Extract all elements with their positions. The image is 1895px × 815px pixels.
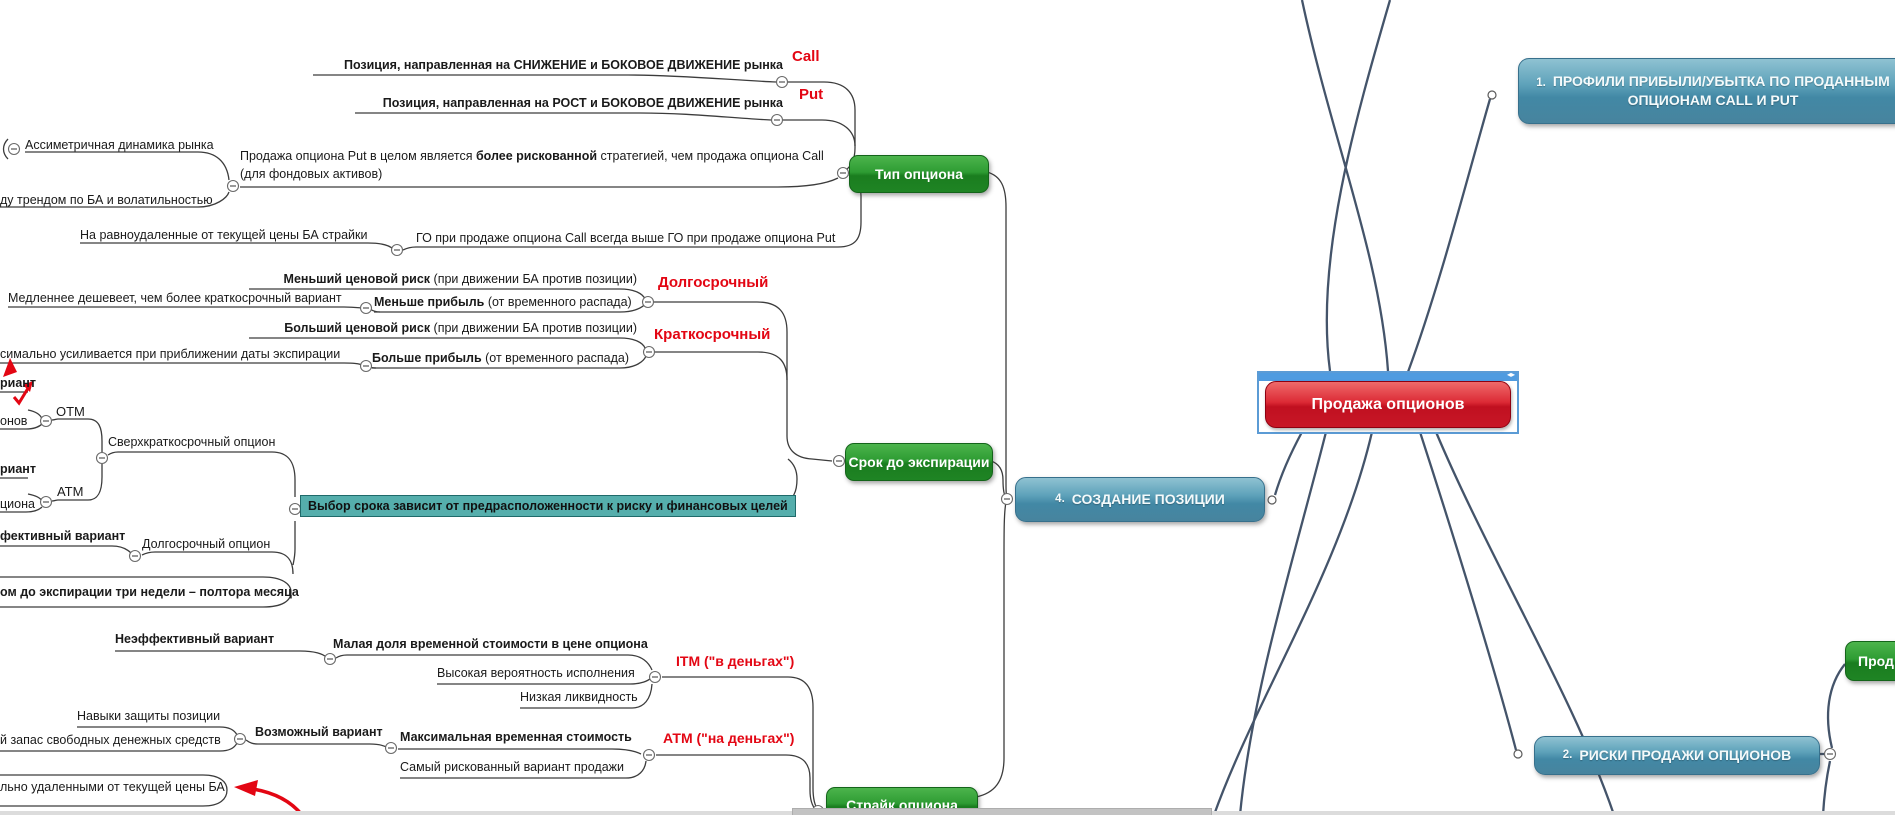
collapse-toggle-icon[interactable] xyxy=(775,75,789,89)
central-topic-selection-frame[interactable]: ◂▸ Продажа опционов xyxy=(1257,370,1519,434)
resize-arrows-icon[interactable]: ◂▸ xyxy=(1506,370,1515,379)
collapse-toggle-icon[interactable] xyxy=(39,414,53,428)
topic-ultra-short-option[interactable]: Сверхкраткосрочный опцион xyxy=(108,435,276,449)
collapse-toggle-icon[interactable] xyxy=(1823,747,1837,761)
highlighted-topic-term-choice[interactable]: Выбор срока зависит от предрасположеннос… xyxy=(300,495,796,517)
topic-short-term[interactable]: Краткосрочный xyxy=(654,326,771,343)
collapse-toggle-icon[interactable] xyxy=(648,670,662,684)
collapse-toggle-icon[interactable] xyxy=(770,113,784,127)
collapse-toggle-icon[interactable] xyxy=(642,345,656,359)
topic-position-defense-skills[interactable]: Навыки защиты позиции xyxy=(77,709,221,723)
topic-bigger-price-risk[interactable]: Больший ценовой риск (при движении БА пр… xyxy=(284,321,637,335)
node-time-to-expiry[interactable]: Срок до экспирации xyxy=(845,443,993,481)
collapse-toggle-icon[interactable] xyxy=(288,502,302,516)
connection-handle[interactable] xyxy=(1487,90,1497,100)
connection-handle[interactable] xyxy=(1513,749,1523,759)
horizontal-scrollbar-thumb[interactable] xyxy=(792,808,1212,815)
collapse-toggle-icon[interactable] xyxy=(384,741,398,755)
topic-trend-volatility-cut[interactable]: ду трендом по БА и волатильностью xyxy=(0,193,213,207)
topic-less-profit[interactable]: Меньше прибыль (от временного распада) xyxy=(374,295,632,309)
topic-atm[interactable]: АТМ xyxy=(57,484,84,499)
collapse-toggle-icon[interactable] xyxy=(390,243,404,257)
topic-max-time-value[interactable]: Максимальная временная стоимость xyxy=(400,730,632,744)
topic-slower-cheapens[interactable]: Медленнее дешевеет, чем более краткосроч… xyxy=(8,291,342,305)
topic-onov-cut[interactable]: онов xyxy=(0,414,28,428)
topic-smaller-price-risk[interactable]: Меньший ценовой риск (при движении БА пр… xyxy=(283,272,637,286)
topic-call[interactable]: Call xyxy=(792,48,820,65)
collapse-toggle-icon[interactable] xyxy=(39,495,53,509)
topic-ciona-cut[interactable]: циона xyxy=(0,497,35,511)
topic-max-strengthens-cut[interactable]: симально усиливается при приближении дат… xyxy=(0,347,341,361)
node-pro-cut[interactable]: Прод xyxy=(1845,641,1895,681)
topic-long-term[interactable]: Долгосрочный xyxy=(658,274,769,291)
topic-equidistant-strikes[interactable]: На равноудаленные от текущей цены БА стр… xyxy=(80,228,368,242)
topic-possible-variant[interactable]: Возможный вариант xyxy=(255,725,383,739)
topic-small-time-value[interactable]: Малая доля временной стоимости в цене оп… xyxy=(333,637,648,651)
topic-riskiest-sale-variant[interactable]: Самый рискованный вариант продажи xyxy=(400,760,625,774)
topic-far-from-current-price-cut[interactable]: льно удаленными от текущей цены БА xyxy=(0,780,225,794)
topic-connectors xyxy=(1212,0,1846,815)
topic-atm-dengah[interactable]: АТМ ("на деньгах") xyxy=(663,730,795,746)
collapse-toggle-icon[interactable] xyxy=(1000,492,1014,506)
topic-expiry-three-weeks-cut[interactable]: ом до экспирации три недели – полтора ме… xyxy=(0,585,299,599)
node-create-position[interactable]: 4.СОЗДАНИЕ ПОЗИЦИИ xyxy=(1015,477,1265,522)
topic-itm[interactable]: ITM ("в деньгах") xyxy=(676,653,795,669)
node-selling-risks[interactable]: 2.РИСКИ ПРОДАЖИ ОПЦИОНОВ xyxy=(1534,736,1820,775)
topic-put-description[interactable]: Позиция, направленная на РОСТ и БОКОВОЕ … xyxy=(382,96,783,110)
selection-bar: ◂▸ xyxy=(1259,370,1517,381)
collapse-toggle-icon[interactable] xyxy=(226,179,240,193)
topic-variant-cut-2[interactable]: риант xyxy=(0,462,36,476)
collapse-toggle-icon[interactable] xyxy=(7,142,21,156)
collapse-toggle-icon[interactable] xyxy=(95,451,109,465)
topic-call-description[interactable]: Позиция, направленная на СНИЖЕНИЕ и БОКО… xyxy=(343,58,783,72)
node-option-type[interactable]: Тип опциона xyxy=(849,155,989,193)
collapse-toggle-icon[interactable] xyxy=(323,652,337,666)
topic-ineffective-variant[interactable]: Неэффективный вариант xyxy=(115,632,275,646)
collapse-toggle-icon[interactable] xyxy=(233,732,247,746)
collapse-toggle-icon[interactable] xyxy=(359,359,373,373)
topic-free-cash-reserve-cut[interactable]: й запас свободных денежных средств xyxy=(0,733,221,747)
topic-low-liquidity[interactable]: Низкая ликвидность xyxy=(520,690,638,704)
collapse-toggle-icon[interactable] xyxy=(641,295,655,309)
connection-handle[interactable] xyxy=(1267,495,1277,505)
node-central-selling-options[interactable]: Продажа опционов xyxy=(1265,381,1511,428)
collapse-toggle-icon[interactable] xyxy=(832,454,846,468)
collapse-toggle-icon[interactable] xyxy=(836,166,850,180)
collapse-toggle-icon[interactable] xyxy=(359,301,373,315)
node-profit-loss-profiles[interactable]: 1.ПРОФИЛИ ПРИБЫЛИ/УБЫТКА ПО ПРОДАННЫМ ОП… xyxy=(1518,58,1895,124)
topic-go-call-put[interactable]: ГО при продаже опциона Call всегда выше … xyxy=(416,231,836,245)
topic-more-profit[interactable]: Больше прибыль (от временного распада) xyxy=(372,351,630,365)
topic-put[interactable]: Put xyxy=(799,86,824,103)
topic-long-term-option[interactable]: Долгосрочный опцион xyxy=(142,537,271,551)
topic-variant-cut-1[interactable]: риант xyxy=(0,376,36,390)
topic-otm[interactable]: ОТМ xyxy=(56,404,85,419)
topic-high-exercise-probability[interactable]: Высокая вероятность исполнения xyxy=(437,666,635,680)
collapse-toggle-icon[interactable] xyxy=(128,549,142,563)
topic-put-riskier[interactable]: Продажа опциона Put в целом является бол… xyxy=(240,149,824,181)
collapse-toggle-icon[interactable] xyxy=(642,748,656,762)
topic-effective-variant-cut[interactable]: фективный вариант xyxy=(0,529,126,543)
topic-asymmetric-dynamics[interactable]: Ассиметричная динамика рынка xyxy=(25,138,214,152)
